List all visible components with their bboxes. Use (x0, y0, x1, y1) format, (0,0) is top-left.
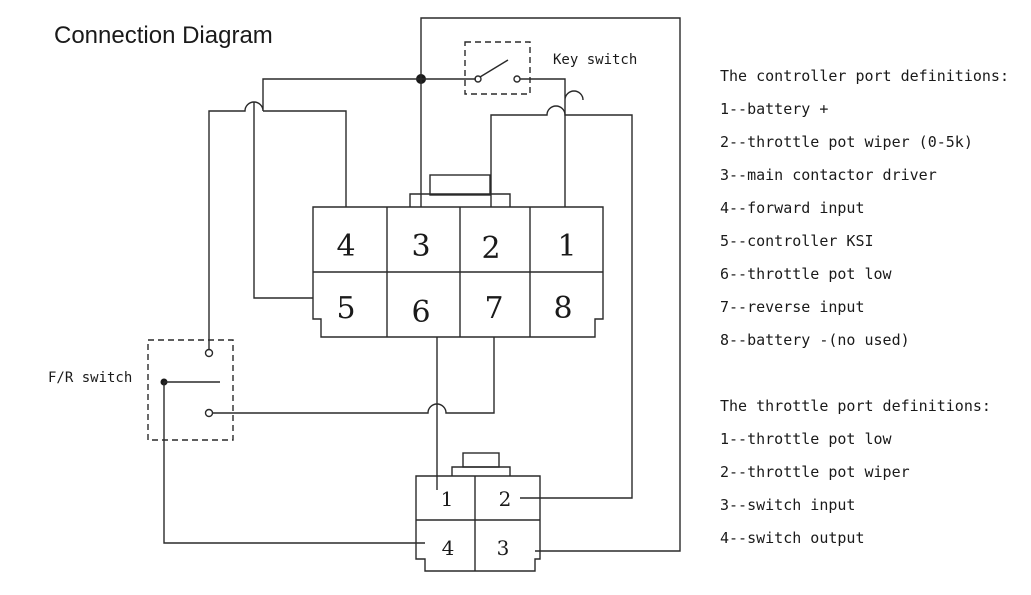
controller-connector: 4 3 2 1 5 6 7 8 (312, 174, 604, 338)
controller-latch (429, 174, 491, 196)
throttle-latch (462, 452, 500, 468)
section-spacer (720, 357, 1020, 390)
throttle-pin-2: 2 (499, 487, 512, 511)
throttle-pin-3: 3 (497, 536, 510, 560)
throttle-housing (415, 475, 541, 572)
controller-pin-5: 5 (336, 291, 355, 326)
definitions-panel: The controller port definitions: 1--batt… (720, 60, 1020, 555)
controller-def-item: 7--reverse input (720, 298, 865, 316)
wire-pin7-reverse (213, 337, 495, 414)
throttle-def-item: 2--throttle pot wiper (720, 463, 910, 481)
controller-def-item: 5--controller KSI (720, 232, 874, 250)
controller-pin-7: 7 (484, 291, 503, 326)
controller-def-item: 2--throttle pot wiper (0-5k) (720, 133, 973, 151)
controller-def-item: 4--forward input (720, 199, 865, 217)
wiring-diagram: 4 3 2 1 5 6 7 8 1 2 4 3 Key switch F/R s… (48, 17, 681, 572)
wire-bus-to-fr-switch (208, 78, 421, 349)
wire-pin2-wiper (490, 105, 633, 499)
wire-battery-loop-to-throttle-pin3 (420, 17, 681, 552)
fr-switch-contact (204, 408, 214, 418)
controller-defs-heading: The controller port definitions: (720, 67, 1009, 85)
key-switch-contact (513, 75, 521, 83)
controller-pin-3: 3 (411, 229, 430, 264)
throttle-def-item: 3--switch input (720, 496, 856, 514)
wire-key-switch-to-pin1 (520, 78, 584, 101)
fr-switch-contact (204, 348, 214, 358)
controller-housing (312, 206, 604, 338)
key-switch-label: Key switch (553, 52, 637, 68)
throttle-connector: 1 2 4 3 (415, 452, 541, 572)
throttle-def-item: 4--switch output (720, 529, 865, 547)
fr-switch-enclosure (147, 339, 234, 441)
controller-pin-4: 4 (336, 229, 355, 264)
throttle-pin-1: 1 (441, 487, 454, 511)
diagram-title: Connection Diagram (54, 22, 273, 49)
controller-pin-2: 2 (481, 231, 500, 266)
controller-latch-base (409, 193, 511, 207)
key-switch-blade (479, 59, 509, 78)
wire-pin4-forward (263, 110, 347, 207)
key-switch: Key switch (464, 41, 637, 95)
fr-switch-label: F/R switch (48, 370, 132, 386)
controller-def-item: 6--throttle pot low (720, 265, 892, 283)
wire-pin5-ksi (253, 102, 313, 299)
throttle-def-item: 1--throttle pot low (720, 430, 892, 448)
controller-pin-8: 8 (553, 291, 572, 326)
wires (163, 17, 681, 552)
controller-def-item: 3--main contactor driver (720, 166, 937, 184)
throttle-latch-base (451, 466, 511, 476)
throttle-defs-heading: The throttle port definitions: (720, 397, 991, 415)
controller-def-item: 1--battery + (720, 100, 829, 118)
controller-pin-6: 6 (411, 295, 430, 330)
fr-switch: F/R switch (48, 339, 234, 441)
controller-pin-1: 1 (557, 229, 576, 264)
key-switch-enclosure (464, 41, 531, 95)
throttle-pin-4: 4 (442, 536, 455, 560)
wire-fr-common-to-throttle-pin4 (163, 382, 425, 544)
controller-def-item: 8--battery -(no used) (720, 331, 910, 349)
